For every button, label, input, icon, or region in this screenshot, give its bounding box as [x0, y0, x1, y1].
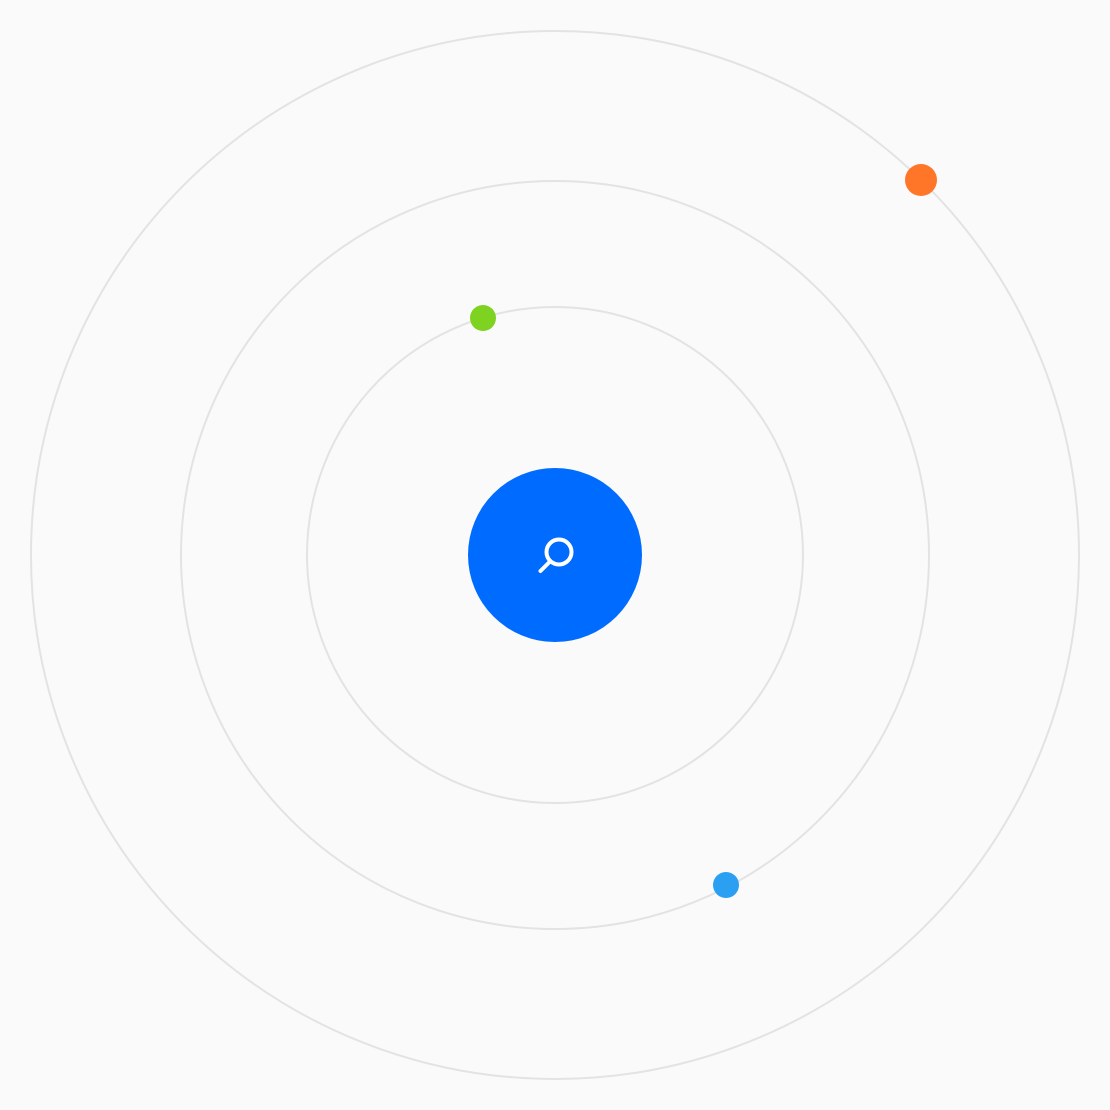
search-button[interactable] [468, 468, 642, 642]
orbit-ring-middle [180, 180, 930, 930]
orbit-dot-middle[interactable] [713, 872, 739, 898]
orbit-dot-outer[interactable] [905, 164, 937, 196]
orbit-ring-outer [30, 30, 1080, 1080]
search-icon [519, 519, 591, 591]
orbit-dot-inner[interactable] [470, 305, 496, 331]
orbit-ring-inner [306, 306, 804, 804]
